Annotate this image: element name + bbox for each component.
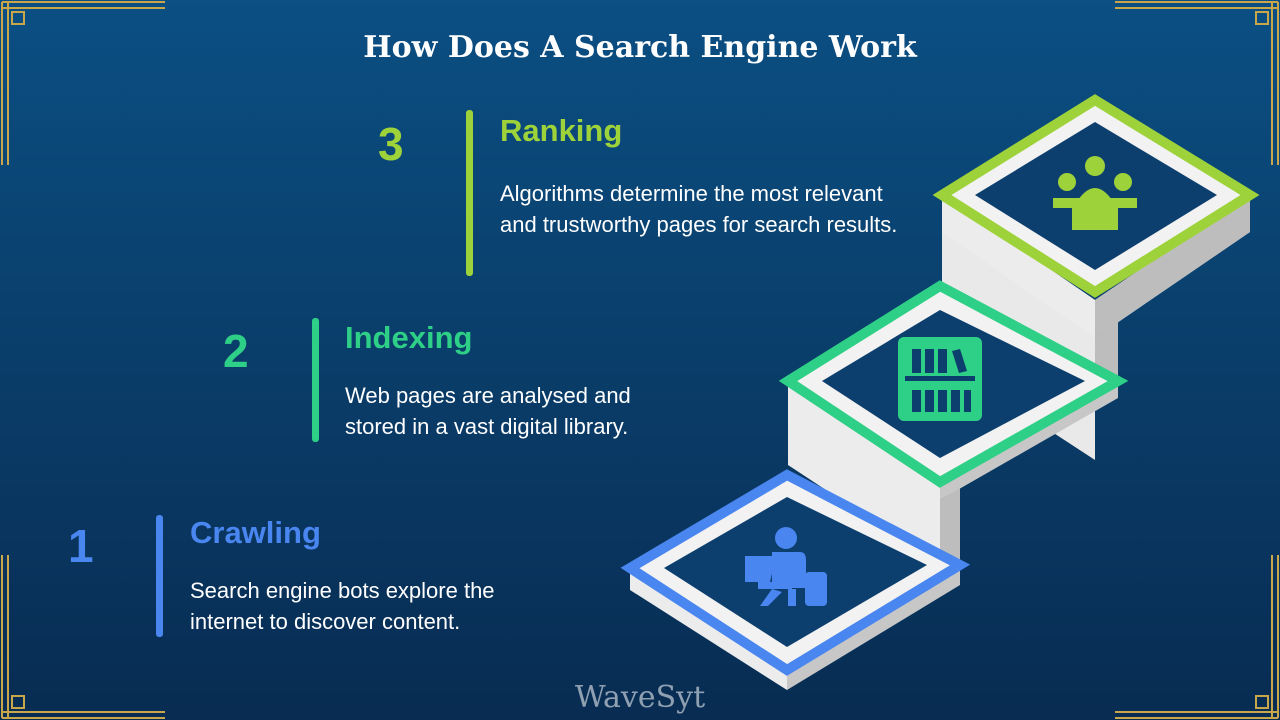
library-icon bbox=[898, 337, 982, 421]
group-meeting-icon bbox=[1053, 156, 1137, 230]
watermark-logo: WaveSyt bbox=[574, 680, 706, 715]
step-number: 2 bbox=[223, 325, 249, 377]
step-heading: Indexing bbox=[345, 320, 473, 355]
page-title: How Does A Search Engine Work bbox=[363, 30, 917, 65]
step-number: 1 bbox=[68, 520, 94, 572]
step-description: Web pages are analysed and stored in a v… bbox=[345, 383, 631, 439]
step-number: 3 bbox=[378, 118, 404, 170]
step-heading: Ranking bbox=[500, 113, 623, 148]
step-accent-bar bbox=[466, 110, 473, 276]
person-laptop-icon bbox=[745, 527, 827, 606]
step-description: Search engine bots explore the internet … bbox=[190, 578, 495, 634]
step-accent-bar bbox=[156, 515, 163, 637]
step-description: Algorithms determine the most relevant a… bbox=[500, 181, 898, 237]
step-heading: Crawling bbox=[190, 515, 321, 550]
step-accent-bar bbox=[312, 318, 319, 442]
